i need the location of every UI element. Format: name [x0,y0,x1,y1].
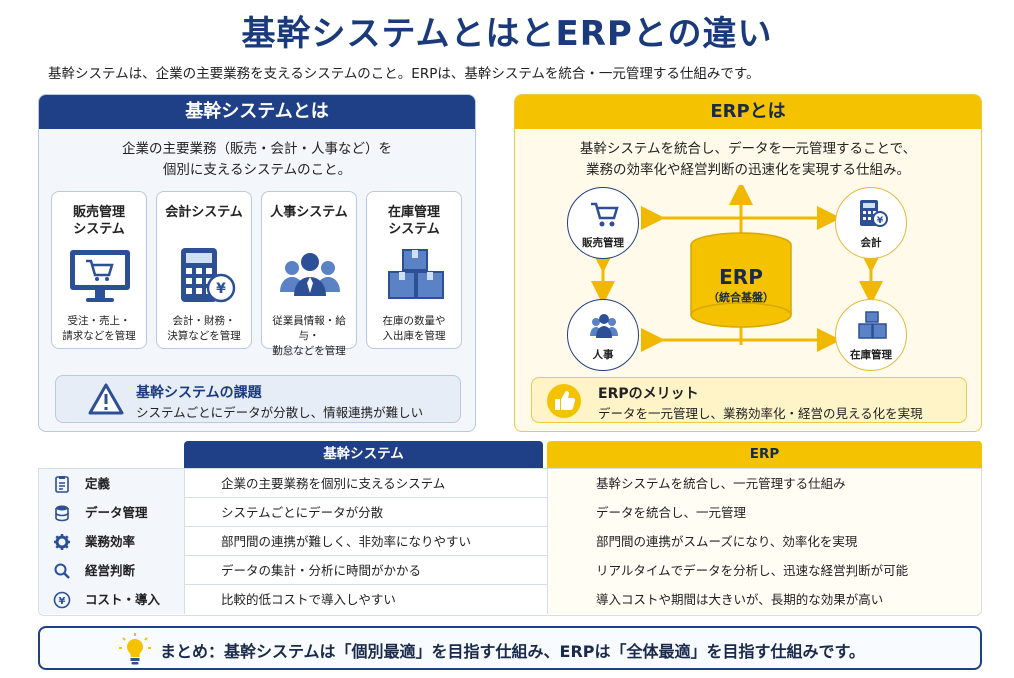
people-icon [590,314,618,338]
cell-erp: 部門間の連携がスムーズになり、効率化を実現 [548,527,981,556]
sales-system-card: 販売管理システム 受注・売上・請求などを管理 [51,191,147,349]
thumbs-up-icon [547,384,581,418]
cell-erp: データを統合し、一元管理 [548,498,981,527]
cell-core-system: 部門間の連携が難しく、非効率になりやすい [185,527,548,556]
merit-title: ERPのメリット [598,386,699,402]
table-row: 業務効率 部門間の連携が難しく、非効率になりやすい 部門間の連携がスムーズになり… [39,527,981,556]
page-subtitle: 基幹システムは、企業の主要業務を支えるシステムのこと。ERPは、基幹システムを統… [48,66,760,82]
core-system-header: 基幹システムとは [39,95,475,129]
lead-line-2: 個別に支えるシステムのこと。 [162,162,352,178]
row-label: コスト・導入 [85,592,161,607]
node-hr: 人事 [567,299,639,371]
card-desc: 会計・財務・決算などを管理 [167,315,241,342]
core-system-issue: 基幹システムの課題 システムごとにデータが分散し、情報連携が難しい [55,375,461,423]
row-label: 業務効率 [85,534,136,549]
card-title: 在庫管理システム [387,205,440,237]
card-desc: 在庫の数量や入出庫を管理 [382,315,446,342]
table-body: 定義 企業の主要業務を個別に支えるシステム 基幹システムを統合し、一元管理する仕… [38,468,982,616]
database-icon [55,505,69,522]
cart-monitor-icon [70,250,130,302]
card-desc: 従業員情報・給与・勤怠などを管理 [272,315,346,357]
cell-erp: 導入コストや期間は大きいが、長期的な効果が高い [548,585,981,614]
core-system-panel: 基幹システムとは 企業の主要業務（販売・会計・人事など）を 個別に支えるシステム… [38,94,476,432]
erp-database-icon [690,232,792,328]
clipboard-icon [55,476,69,493]
erp-core: ERP （統合基盤） [708,265,774,304]
accounting-system-card: 会計システム ¥ 会計・財務・決算などを管理 [156,191,252,349]
cell-erp: リアルタイムでデータを分析し、迅速な経営判断が可能 [548,556,981,585]
hr-system-card: 人事システム 従業員情報・給与・勤怠などを管理 [261,191,357,357]
cell-core-system: 企業の主要業務を個別に支えるシステム [185,469,548,498]
boxes-icon [858,311,887,339]
table-row: 経営判断 データの集計・分析に時間がかかる リアルタイムでデータを分析し、迅速な… [39,556,981,585]
svg-text:¥: ¥ [59,596,66,607]
table-row: ¥ コスト・導入 比較的低コストで導入しやすい 導入コストや期間は大きいが、長期… [39,585,981,614]
cell-core-system: データの集計・分析に時間がかかる [185,556,548,585]
row-label: 定義 [85,476,111,491]
svg-text:¥: ¥ [216,281,226,297]
col-header-core-system: 基幹システム [184,441,543,468]
col-header-erp: ERP [547,441,982,468]
people-icon [280,253,340,296]
boxes-icon [388,249,444,299]
erp-header: ERPとは [515,95,981,129]
lead-line-1: 企業の主要業務（販売・会計・人事など）を [122,141,392,157]
node-inventory: 在庫管理 [835,299,907,371]
node-sales: 販売管理 [567,187,639,259]
erp-lead: 基幹システムを統合し、データを一元管理することで、 業務の効率化や経営判断の迅速… [515,139,981,181]
row-label: 経営判断 [85,563,136,578]
erp-merit: ERPのメリット データを一元管理し、業務効率化・経営の見える化を実現 [531,377,967,423]
cart-icon [591,202,619,227]
lead-line-1: 基幹システムを統合し、データを一元管理することで、 [579,141,917,157]
erp-connection-arrows [591,185,883,352]
lightbulb-icon [119,633,151,665]
card-title: 販売管理システム [72,205,125,237]
table-row: データ管理 システムごとにデータが分散 データを統合し、一元管理 [39,498,981,527]
issue-title: 基幹システムの課題 [136,385,262,401]
issue-desc: システムごとにデータが分散し、情報連携が難しい [136,405,424,420]
card-title: 人事システム [270,205,348,220]
warning-icon [88,383,124,415]
cell-erp: 基幹システムを統合し、一元管理する仕組み [548,469,981,498]
erp-diagram: ERP （統合基盤） 販売管理 ¥ 会計 [515,185,981,375]
calculator-yen-icon: ¥ [181,248,236,303]
card-title: 会計システム [165,205,243,220]
merit-desc: データを一元管理し、業務効率化・経営の見える化を実現 [598,406,923,421]
magnifier-icon [54,563,70,579]
erp-panel: ERPとは 基幹システムを統合し、データを一元管理することで、 業務の効率化や経… [514,94,982,432]
card-desc: 受注・売上・請求などを管理 [62,315,136,342]
inventory-system-card: 在庫管理システム 在庫の数量や入出庫を管理 [366,191,462,349]
gear-icon [54,534,70,550]
node-accounting: ¥ 会計 [835,187,907,259]
page-title: 基幹システムとはとERPとの違い [241,14,773,54]
yen-icon: ¥ [53,591,71,609]
cell-core-system: 比較的低コストで導入しやすい [185,585,548,614]
core-system-lead: 企業の主要業務（販売・会計・人事など）を 個別に支えるシステムのこと。 [39,139,475,181]
lead-line-2: 業務の効率化や経営判断の迅速化を実現する仕組み。 [586,162,910,178]
svg-text:¥: ¥ [877,216,884,226]
table-row: 定義 企業の主要業務を個別に支えるシステム 基幹システムを統合し、一元管理する仕… [39,469,981,498]
row-label: データ管理 [85,505,148,520]
cell-core-system: システムごとにデータが分散 [185,498,548,527]
calculator-icon: ¥ [860,200,888,227]
summary-banner: まとめ：基幹システムは「個別最適」を目指す仕組み、ERPは「全体最適」を目指す仕… [38,626,982,670]
summary-text: まとめ：基幹システムは「個別最適」を目指す仕組み、ERPは「全体最適」を目指す仕… [160,642,865,661]
